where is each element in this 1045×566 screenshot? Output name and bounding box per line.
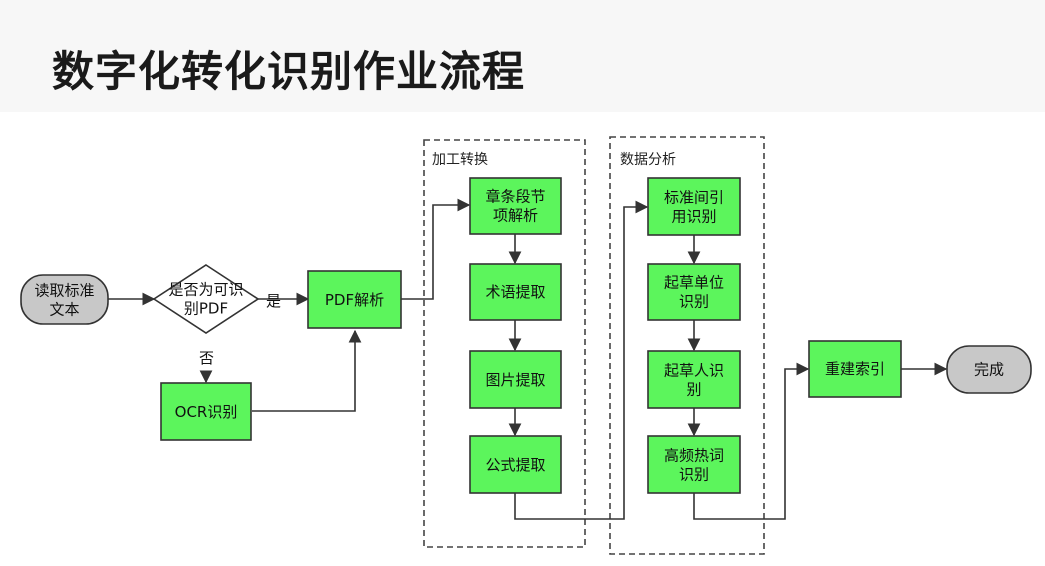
node-drafter-label: 起草人识别: [664, 362, 724, 399]
node-label-line: 图片提取: [485, 371, 545, 389]
node-standard-ref-label: 标准间引用识别: [664, 189, 724, 226]
node-pdf-parse: [307, 270, 402, 329]
node-label-line: 术语提取: [485, 283, 545, 301]
node-term: [469, 263, 562, 321]
node-formula-label: 公式提取: [485, 456, 545, 474]
node-label-line: 完成: [974, 361, 1004, 379]
group-processing-label: 加工转换: [432, 151, 488, 168]
node-image-label: 图片提取: [485, 371, 545, 389]
node-label-line: 读取标准: [34, 282, 94, 300]
node-rebuild-index-label: 重建索引: [825, 360, 885, 378]
node-decision: [152, 264, 260, 334]
node-label-line: OCR识别: [175, 403, 238, 421]
node-label-line: 文本: [49, 301, 79, 319]
group-processing-frame: [423, 139, 586, 548]
node-label-line: 是否为可识: [168, 281, 243, 299]
node-ocr-label: OCR识别: [175, 403, 238, 421]
node-ocr: [160, 382, 252, 441]
node-hot-words-label: 高频热词识别: [664, 447, 724, 484]
page-title: 数字化转化识别作业流程: [52, 47, 526, 96]
edge-hot-index: [693, 362, 810, 520]
node-drafter: [647, 350, 741, 409]
node-label-line: 识别: [679, 466, 709, 484]
edge-label-no: 否: [199, 349, 214, 367]
node-standard-ref: [647, 177, 741, 236]
node-image: [469, 350, 562, 409]
title-bar: [0, 0, 1045, 112]
node-done-label: 完成: [974, 361, 1004, 379]
node-drafting-unit: [647, 263, 741, 321]
node-label-line: PDF解析: [325, 291, 384, 309]
node-start-label: 读取标准文本: [34, 282, 94, 319]
edge-pdf-chapter: [401, 198, 471, 300]
node-label-line: 章条段节: [485, 188, 545, 206]
node-chapter-label: 章条段节项解析: [485, 188, 545, 225]
node-done: [946, 345, 1032, 394]
node-term-label: 术语提取: [485, 283, 545, 301]
group-analysis-label: 数据分析: [620, 152, 676, 168]
node-label-line: 项解析: [493, 207, 538, 225]
node-decision-label: 是否为可识别PDF: [168, 281, 243, 318]
node-label-line: 起草人识: [664, 362, 724, 380]
node-start: [20, 274, 109, 325]
node-hot-words: [647, 435, 741, 494]
node-formula: [469, 435, 562, 494]
group-analysis-frame: [609, 136, 765, 555]
edge-label-yes: 是: [266, 292, 281, 310]
node-label-line: 用识别: [671, 208, 716, 226]
node-label-line: 标准间引: [664, 189, 724, 207]
node-label-line: 别: [686, 381, 701, 399]
node-label-line: 重建索引: [825, 360, 885, 378]
node-label-line: 别PDF: [184, 300, 228, 318]
node-rebuild-index: [808, 340, 902, 398]
edge-ocr-pdf: [252, 329, 362, 412]
node-chapter: [469, 177, 562, 235]
node-label-line: 起草单位: [664, 274, 724, 292]
node-label-line: 公式提取: [485, 456, 545, 474]
node-label-line: 识别: [679, 293, 709, 311]
node-pdf-parse-label: PDF解析: [325, 291, 384, 309]
node-label-line: 高频热词: [664, 447, 724, 465]
node-drafting-unit-label: 起草单位识别: [664, 274, 724, 311]
edge-formula-ref: [514, 200, 649, 520]
